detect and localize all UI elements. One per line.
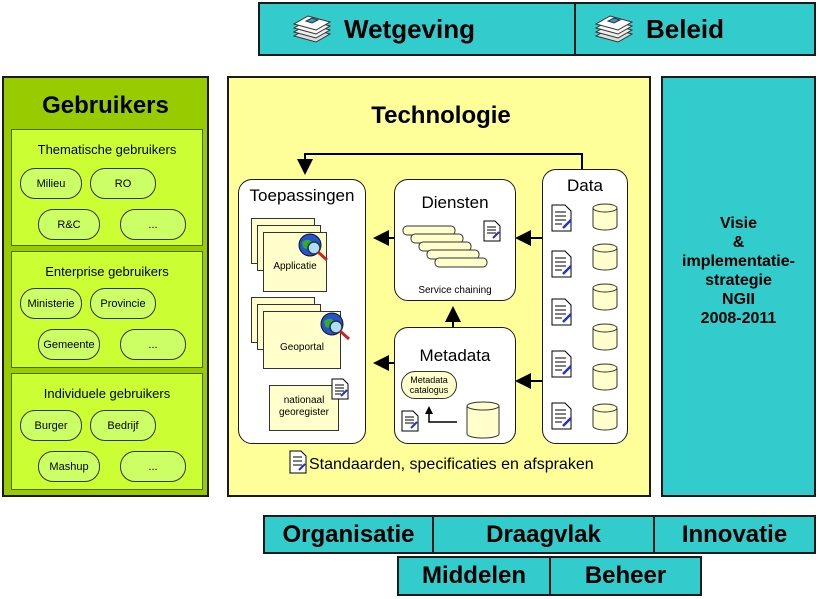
- user-pill: Milieu: [20, 168, 82, 199]
- vision-line: 2008-2011: [700, 310, 777, 327]
- standards-label: Standaarden, specificaties en afspraken: [309, 456, 594, 473]
- user-pill: R&C: [38, 209, 100, 240]
- vision-line: strategie: [705, 272, 772, 289]
- bar-innovatie: Innovatie: [681, 520, 788, 548]
- technology-title: Technologie: [371, 102, 511, 129]
- user-pill: ...: [120, 329, 186, 360]
- vision-panel: Visie & implementatie- strategie NGII 20…: [661, 76, 816, 497]
- data-sources: [550, 203, 618, 431]
- organisation-bar: Organisatie Draagvlak Innovatie: [263, 515, 816, 554]
- bar-beheer: Beheer: [584, 562, 667, 589]
- application-label: Applicatie: [273, 261, 317, 272]
- user-pill: Burger: [20, 410, 82, 441]
- bar-draagvlak: Draagvlak: [434, 517, 655, 552]
- metadata-box: Metadata Metadata catalogus: [394, 327, 516, 444]
- flow-arrows: [297, 153, 583, 389]
- toepassingen-box: Toepassingen Applicatie Geoportal nation…: [238, 179, 366, 444]
- vision-line: implementatie-: [682, 253, 795, 270]
- bar-organisatie: Organisatie: [265, 517, 434, 552]
- document-icon: [401, 410, 419, 432]
- metadata-catalogue: Metadata catalogus: [401, 371, 457, 399]
- vision-text: Visie & implementatie- strategie NGII 20…: [663, 214, 814, 328]
- documents-icon: [594, 15, 634, 43]
- resources-bar: Middelen Beheer: [397, 556, 702, 596]
- policy-label: Wetgeving: [344, 13, 475, 44]
- data-title: Data: [567, 176, 603, 195]
- technology-panel: Technologie Toepassingen A: [227, 76, 651, 497]
- metadata-database: [425, 401, 500, 439]
- metadata-title: Metadata: [419, 346, 491, 365]
- diensten-title: Diensten: [421, 193, 489, 212]
- user-pill: Bedrijf: [90, 410, 156, 441]
- document-icon: [483, 220, 501, 242]
- globe-search-icon: [320, 312, 350, 341]
- user-pill: Gemeente: [38, 329, 100, 360]
- user-pill: RO: [90, 168, 156, 199]
- service-chain-graphic: [402, 225, 488, 268]
- user-pill: ...: [120, 209, 186, 240]
- policy-label: Beleid: [646, 13, 725, 44]
- data-box: Data: [542, 169, 628, 444]
- policy-wetgeving: Wetgeving: [260, 4, 576, 54]
- users-panel: Gebruikers Thematische gebruikers Milieu…: [2, 76, 209, 497]
- georegister-label: nationaal georegister: [278, 395, 330, 418]
- documents-icon: [292, 15, 332, 43]
- policy-bar: Wetgeving Beleid: [258, 2, 816, 56]
- vision-line: &: [732, 234, 745, 251]
- service-chaining-label: Service chaining: [418, 285, 492, 296]
- geoportal-label: Geoportal: [280, 342, 324, 353]
- georegister-card: nationaal georegister: [269, 385, 339, 431]
- arrow-data-to-toepassingen: [297, 153, 583, 175]
- toepassingen-title: Toepassingen: [249, 186, 355, 205]
- globe-search-icon: [298, 233, 328, 262]
- user-pill: Ministerie: [20, 288, 82, 319]
- vision-line: NGII: [722, 291, 755, 308]
- document-icon: [289, 450, 307, 474]
- policy-beleid: Beleid: [576, 4, 816, 54]
- diensten-box: Diensten Service chaining: [394, 179, 516, 301]
- user-group-individual: Individuele gebruikers Burger Bedrijf Ma…: [11, 373, 203, 490]
- document-icon: [331, 378, 349, 400]
- user-group-enterprise: Enterprise gebruikers Ministerie Provinc…: [11, 251, 203, 368]
- user-pill: Mashup: [38, 451, 100, 482]
- user-group-title: Thematische gebruikers: [37, 142, 177, 157]
- users-title: Gebruikers: [42, 92, 169, 119]
- user-group-title: Individuele gebruikers: [43, 386, 171, 401]
- user-pill: Provincie: [90, 288, 156, 319]
- bar-middelen: Middelen: [399, 558, 551, 594]
- user-pill: ...: [120, 451, 186, 482]
- vision-line: Visie: [719, 215, 758, 232]
- user-group-thematic: Thematische gebruikers Milieu RO R&C ...: [11, 129, 203, 246]
- user-group-title: Enterprise gebruikers: [45, 264, 169, 279]
